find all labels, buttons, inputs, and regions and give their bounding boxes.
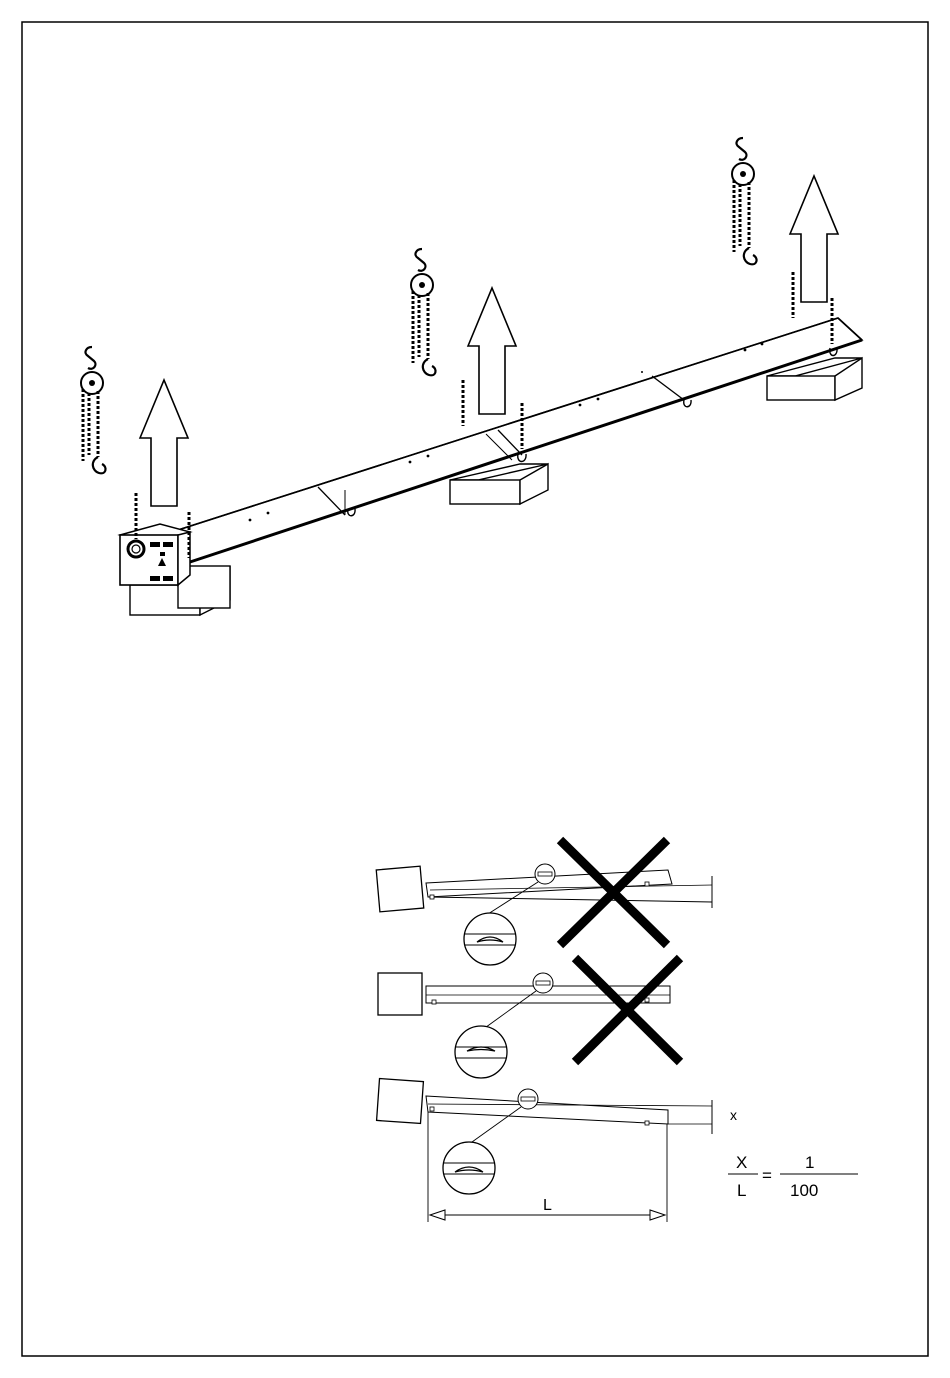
motor-box	[120, 524, 190, 585]
beam	[178, 318, 862, 562]
lift-arrow-right	[790, 176, 838, 302]
formula-right-numerator: 1	[805, 1153, 814, 1172]
lift-arrow-left	[140, 380, 188, 506]
formula-left-denominator: L	[737, 1181, 746, 1200]
chain-hoist-left	[81, 347, 106, 473]
formula-left-numerator: X	[736, 1153, 747, 1172]
lifting-assembly-illustration	[81, 138, 862, 615]
level-example-incorrect-2	[378, 973, 670, 1078]
chain-hoist-right	[732, 138, 757, 264]
slope-formula: X L = 1 100	[728, 1153, 858, 1200]
x-marker-label: x	[730, 1107, 737, 1123]
formula-right-denominator: 100	[790, 1181, 818, 1200]
level-example-incorrect-1	[376, 864, 712, 965]
incorrect-cross-2	[575, 958, 680, 1062]
chain-hoist-middle	[411, 249, 436, 375]
length-label: L	[543, 1197, 552, 1214]
incorrect-cross-1	[560, 840, 667, 945]
lift-arrow-middle	[468, 288, 516, 414]
formula-equals: =	[762, 1166, 772, 1185]
